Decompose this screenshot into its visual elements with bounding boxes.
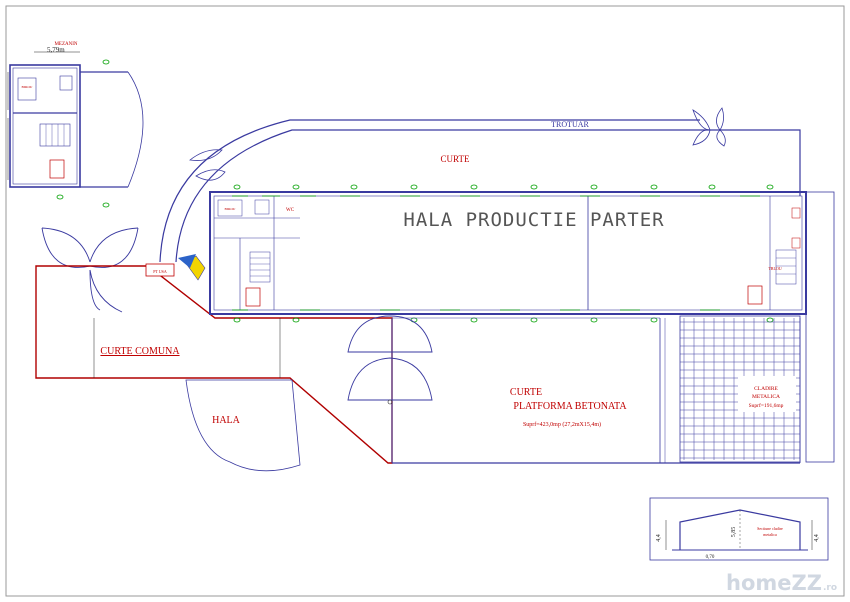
- pt-usa-label: PT USA: [153, 269, 167, 274]
- hala-productie-label: HALA PRODUCTIE PARTER: [403, 209, 664, 231]
- curte-platforma-line2: PLATFORMA BETONATA: [513, 401, 627, 412]
- section-left-dim: 4,4: [656, 534, 662, 542]
- cladire-area-label: Suprf=191,6mp: [749, 402, 784, 409]
- trotuar-corridor: TROTUAR: [159, 107, 801, 263]
- birou-label: BIROU: [225, 207, 236, 211]
- watermark-suffix: .ro: [823, 583, 837, 593]
- curte-platforma-line1: CURTE: [510, 387, 542, 398]
- sectiune-line2: metalica: [763, 532, 777, 537]
- cladire-line2: METALICA: [752, 394, 780, 400]
- page-border: [5, 5, 845, 597]
- wc-label: WC: [286, 208, 295, 213]
- platforma-area-label: Suprf=423,0mp (27,2mX15,4m): [523, 421, 601, 428]
- light-markers: [56, 59, 774, 323]
- cladire-line1: CLADIRE: [754, 386, 778, 392]
- mezanin-width-dim: 5,79m: [47, 46, 65, 54]
- mezanin-plan: MEZANIN 5,79m BIROU: [7, 42, 144, 188]
- section-right-dim: 4,4: [814, 534, 820, 542]
- tablou-label: TBLOU: [768, 266, 781, 271]
- section-height-dim: 5,85: [731, 527, 737, 538]
- entrance-doors: [41, 227, 206, 313]
- mezanin-room-label: BIROU: [22, 85, 33, 89]
- hala-label: HALA: [212, 415, 241, 426]
- homezz-watermark: homeZZ .ro: [726, 571, 837, 595]
- cladire-metalica: CLADIRE METALICA Suprf=191,6mp: [679, 315, 801, 463]
- sectiune-drawing: 4,4 4,4 5,85 0,70 Sectiune cladire metal…: [649, 497, 829, 561]
- trotuar-label: TROTUAR: [551, 120, 589, 129]
- mezanin-title: MEZANIN: [54, 42, 77, 47]
- section-bottom-dim: 0,70: [706, 555, 715, 560]
- curte-comuna-label: CURTE COMUNA: [100, 346, 180, 357]
- watermark-main: homeZZ: [726, 571, 822, 595]
- hala-building: HALA: [185, 379, 301, 472]
- curte-label: CURTE: [441, 154, 470, 164]
- sectiune-line1: Sectiune cladire: [757, 526, 783, 531]
